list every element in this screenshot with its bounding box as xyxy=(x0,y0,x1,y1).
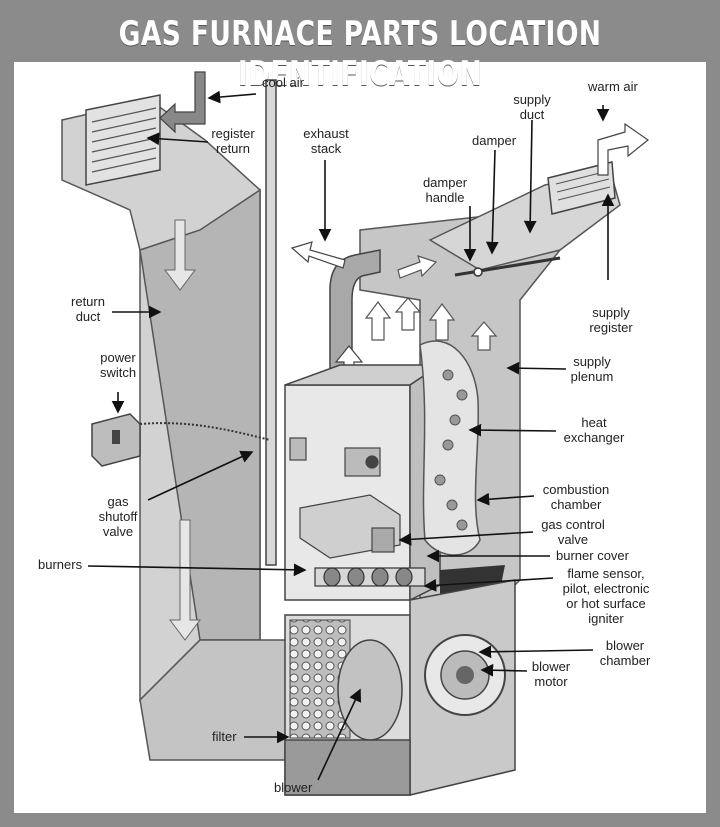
flame-sensor-leader xyxy=(423,577,554,592)
combustion-chamber-leader xyxy=(476,492,535,506)
cool-air-leader xyxy=(207,90,257,104)
damper-leader xyxy=(485,149,499,255)
burners-leader xyxy=(87,563,307,577)
label-burner-cover: burner cover xyxy=(556,548,629,563)
burners-part xyxy=(314,567,426,587)
heat-exchanger-part xyxy=(419,340,481,556)
label-supply-plenum-line2: plenum xyxy=(570,369,614,384)
label-gas-control-valve: gas control valve xyxy=(533,517,613,547)
blower-leader xyxy=(317,688,362,781)
label-gas-control-line2: valve xyxy=(557,532,589,547)
label-flame-sensor: flame sensor, pilot, electronic or hot s… xyxy=(553,566,659,626)
label-damper-handle-line1: damper xyxy=(422,175,468,190)
diagram-title: GAS FURNACE PARTS LOCATION IDENTIFICATIO… xyxy=(118,14,602,94)
supply-plenum-leader xyxy=(506,361,567,375)
label-exhaust-stack: exhaust stack xyxy=(298,126,354,156)
label-damper-handle: damper handle xyxy=(416,175,474,205)
label-gas-control-line1: gas control xyxy=(541,517,605,532)
label-register-return-line2: return xyxy=(216,141,250,156)
power-wire xyxy=(139,422,271,441)
label-power-switch-line2: switch xyxy=(99,365,137,380)
label-flame-line2: pilot, electronic xyxy=(562,581,650,596)
supply-duct-leader xyxy=(523,119,537,234)
label-blower-chamber-line2: chamber xyxy=(599,653,651,668)
label-supply-register-line2: register xyxy=(589,320,633,335)
blower-housing xyxy=(337,639,403,741)
furnace-cabinet xyxy=(284,363,443,602)
label-exhaust-stack-line1: exhaust xyxy=(303,126,349,141)
label-gas-shutoff-line3: valve xyxy=(102,524,134,539)
blower-chamber-leader xyxy=(478,645,594,659)
label-heat-exchanger-line2: exchanger xyxy=(563,430,625,445)
label-heat-exchanger: heat exchanger xyxy=(556,415,632,445)
exhaust-stack-pipe xyxy=(329,249,381,381)
label-warm-air: warm air xyxy=(588,79,638,94)
label-blower: blower xyxy=(274,780,313,795)
label-flame-line3: or hot surface xyxy=(566,596,646,611)
heat-exchanger-leader xyxy=(468,423,557,437)
label-blower-chamber: blower chamber xyxy=(594,638,656,668)
label-supply-duct: supply duct xyxy=(504,92,560,122)
gas-shutoff-leader xyxy=(147,450,254,501)
label-blower-motor: blower motor xyxy=(526,659,576,689)
return-flow-arrow xyxy=(169,519,201,641)
label-supply-duct-line1: supply xyxy=(513,92,551,107)
damper-handle-part xyxy=(454,256,561,277)
damper-pivot xyxy=(473,267,483,277)
label-gas-shutoff-valve: gas shutoff valve xyxy=(90,494,146,539)
return-flow-arrow xyxy=(164,219,196,291)
label-burners: burners xyxy=(38,557,83,572)
power-switch-box xyxy=(91,413,141,467)
label-blower-motor-line1: blower xyxy=(531,659,571,674)
label-supply-plenum-line1: supply xyxy=(573,354,611,369)
label-blower-chamber-line1: blower xyxy=(605,638,645,653)
warm-air-arrow xyxy=(597,122,650,176)
label-flame-line4: igniter xyxy=(588,611,624,626)
label-cool-air: cool air xyxy=(262,75,304,90)
supply-flow-arrows xyxy=(364,255,498,351)
label-power-switch-line1: power xyxy=(100,350,136,365)
gas-control-leader xyxy=(398,531,534,546)
label-supply-register-line1: supply xyxy=(592,305,630,320)
label-gas-shutoff-line2: shutoff xyxy=(98,509,138,524)
label-combustion-chamber-line2: chamber xyxy=(550,497,602,512)
return-duct xyxy=(61,99,291,761)
register-return-grille xyxy=(85,94,161,186)
label-gas-shutoff-line1: gas xyxy=(107,494,129,509)
label-exhaust-stack-line2: stack xyxy=(310,141,342,156)
label-return-duct: return duct xyxy=(62,294,114,324)
label-supply-register: supply register xyxy=(582,305,640,335)
label-return-duct-line1: return xyxy=(71,294,105,309)
register-return-leader xyxy=(146,132,209,146)
exhaust-flow-arrow xyxy=(290,241,346,269)
label-damper-handle-line2: handle xyxy=(425,190,465,205)
blower-motor-leader xyxy=(480,663,528,677)
label-flame-line1: flame sensor, xyxy=(567,566,645,581)
control-panel xyxy=(289,437,381,477)
label-register-return: register return xyxy=(205,126,261,156)
cool-air-arrow xyxy=(159,71,206,134)
label-blower-motor-line2: motor xyxy=(534,674,568,689)
label-supply-duct-line2: duct xyxy=(519,107,545,122)
label-combustion-chamber-line1: combustion xyxy=(542,482,610,497)
label-supply-plenum: supply plenum xyxy=(566,354,618,384)
label-combustion-chamber: combustion chamber xyxy=(534,482,618,512)
gas-pipe xyxy=(265,79,277,566)
label-register-return-line1: register xyxy=(211,126,255,141)
blower-wheel xyxy=(424,634,506,716)
label-power-switch: power switch xyxy=(92,350,144,380)
label-return-duct-line2: duct xyxy=(75,309,101,324)
label-heat-exchanger-line1: heat xyxy=(581,415,607,430)
label-damper: damper xyxy=(472,133,517,148)
label-filter: filter xyxy=(212,729,237,744)
